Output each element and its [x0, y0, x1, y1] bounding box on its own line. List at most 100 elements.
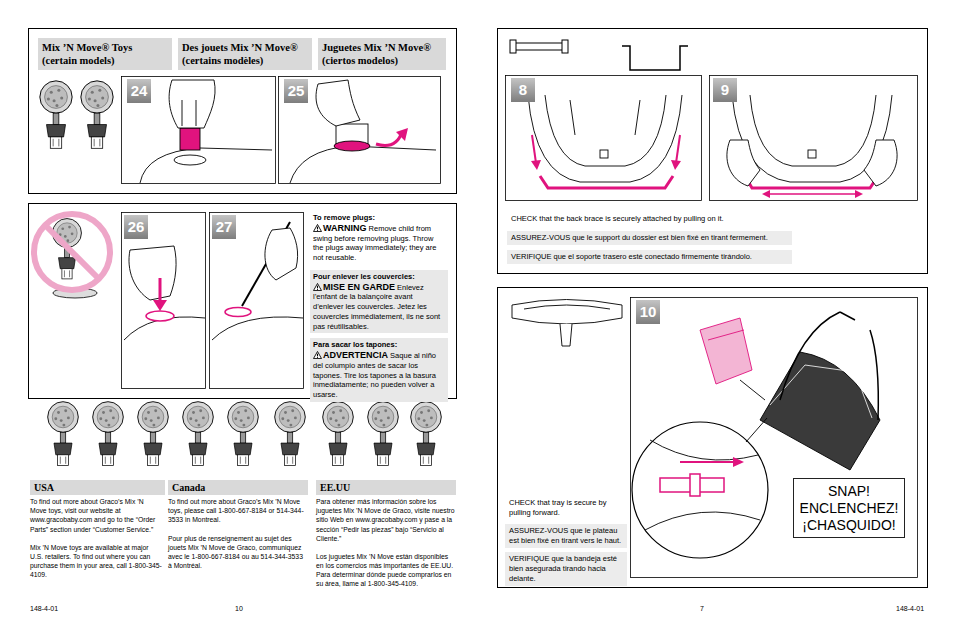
- toy-figures: [368, 402, 399, 466]
- node-text: 26: [124, 215, 148, 239]
- node-text: 9: [713, 78, 737, 102]
- country-header: Canada: [168, 480, 308, 495]
- document-code: 148-4-01: [30, 605, 58, 612]
- step-9-art: [745, 176, 878, 188]
- toy-figures: [138, 402, 169, 466]
- step-10-art: [780, 312, 855, 400]
- country-header: EE.UU: [316, 480, 456, 495]
- step-26-art: [146, 311, 174, 321]
- part-icons: [514, 43, 564, 50]
- tray-icon: [560, 324, 572, 346]
- step-26-art: [153, 300, 167, 311]
- tray-icon: [512, 300, 622, 347]
- step-10-art: [645, 512, 760, 530]
- tray-icon: [524, 305, 610, 309]
- panel-borders: [29, 29, 928, 588]
- step-8-art: [545, 95, 666, 166]
- instruction-heading: Para sacar los tapones:: [313, 340, 445, 350]
- step-frames: [122, 77, 276, 184]
- page-footer: 148-4-01: [30, 597, 58, 615]
- section-header: Juguetes Mix ’N Move® (ciertos modelos): [318, 38, 446, 70]
- step-9-art: [855, 190, 863, 198]
- part-icons: [562, 40, 568, 53]
- step-frames: [122, 76, 918, 578]
- step-number: 9: [713, 78, 737, 102]
- node-text: 10: [636, 300, 660, 324]
- panel-borders: [29, 29, 457, 194]
- warning-block: Pour enlever les couvercles:MISE EN GARD…: [310, 270, 448, 334]
- step-25-art: [316, 80, 360, 126]
- step-9-art: [770, 193, 855, 195]
- prohibited-sign: [34, 214, 110, 298]
- check-note: ASSUREZ-VOUS que le plateau est bien fix…: [505, 524, 627, 548]
- info-paragraph: Mix ’N Move toys are available at major …: [30, 543, 162, 580]
- info-paragraph: Los juguetes Mix ’N Move están disponibl…: [316, 552, 456, 589]
- tray-icon: [512, 300, 622, 325]
- step-24-art: [140, 80, 272, 183]
- info-paragraph: To find out more about Graco’s Mix ’N Mo…: [168, 497, 306, 525]
- step-10-art: [690, 474, 700, 496]
- info-column: To find out more about Graco’s Mix ’N Mo…: [30, 497, 162, 588]
- step-8-art: [528, 95, 682, 182]
- warning-word: ADVERTENCIA: [323, 350, 388, 360]
- step-number: 25: [284, 79, 308, 103]
- panel-borders: [498, 29, 928, 274]
- warning-word: MISE EN GARDE: [323, 282, 395, 292]
- node-text: ASSUREZ-VOUS que le support du dossier e…: [511, 233, 788, 243]
- instruction-heading: To remove plugs:: [313, 213, 445, 223]
- step-8-art: [570, 100, 640, 135]
- step-frames: [122, 213, 206, 389]
- step-8-art: [540, 176, 673, 188]
- toy-figures: [411, 402, 442, 466]
- prohibited-sign: [45, 225, 99, 279]
- document-code: 148-4-01: [896, 605, 924, 612]
- check-note: CHECK that tray is secure by pulling for…: [505, 496, 627, 520]
- step-24-art: [180, 128, 200, 150]
- snap-callout: SNAP! ENCLENCHEZ! ¡CHASQUIDO!: [793, 478, 905, 538]
- toy-figures: [93, 402, 124, 466]
- check-note: ASSUREZ-VOUS que le support du dossier e…: [507, 231, 792, 245]
- step-9-art: [808, 150, 816, 158]
- step-10-art: [733, 457, 744, 467]
- toy-figures: [323, 402, 354, 466]
- node-text: Canada: [172, 481, 304, 494]
- node-text: VERIFIQUE que la bandeja esté bien asegu…: [509, 554, 623, 584]
- info-paragraph: Para obtener más información sobre los j…: [316, 497, 456, 543]
- step-9-art: [750, 95, 876, 166]
- step-9-art: [727, 140, 760, 186]
- step-8-art: [528, 95, 682, 188]
- step-24-art: [169, 80, 215, 128]
- node-text: 25: [284, 79, 308, 103]
- step-24-art: [174, 155, 206, 165]
- step-number: 27: [212, 215, 236, 239]
- step-26-art: [129, 246, 176, 300]
- info-column: Para obtener más información sobre los j…: [316, 497, 456, 598]
- step-10-art: [632, 422, 768, 558]
- step-frames: [279, 77, 441, 184]
- warning-column: To remove plugs:WARNING Remove child fro…: [310, 211, 448, 407]
- node-text: 24: [127, 79, 151, 103]
- node-text: EE.UU: [320, 481, 452, 494]
- step-frames: [506, 76, 702, 201]
- toy-figures: [275, 402, 306, 466]
- check-note: VERIFIQUE que la bandeja esté bien asegu…: [505, 552, 627, 586]
- step-number: 10: [636, 300, 660, 324]
- step-number: 8: [511, 78, 535, 102]
- toy-figures: [48, 402, 79, 466]
- step-frames: [710, 76, 918, 201]
- warning-block: Para sacar los tapones:ADVERTENCIA Saque…: [310, 338, 448, 402]
- page-footer: 148-4-01: [896, 597, 924, 615]
- toy-figures: [183, 402, 214, 466]
- step-9-art: [762, 190, 770, 198]
- step-27-art: [212, 317, 303, 340]
- warning-icon: [313, 351, 322, 359]
- node-text: Des jouets Mix ’N Move® (certains modèle…: [182, 41, 308, 67]
- step-10-art: [708, 330, 744, 340]
- step-number: 24: [127, 79, 151, 103]
- prohibited-sign: [34, 214, 110, 290]
- toy-figures: [81, 81, 113, 148]
- step-8-art: [671, 160, 681, 170]
- check-note: VERIFIQUE que el soporte trasero esté co…: [507, 250, 792, 264]
- section-header: Des jouets Mix ’N Move® (certains modèle…: [178, 38, 312, 70]
